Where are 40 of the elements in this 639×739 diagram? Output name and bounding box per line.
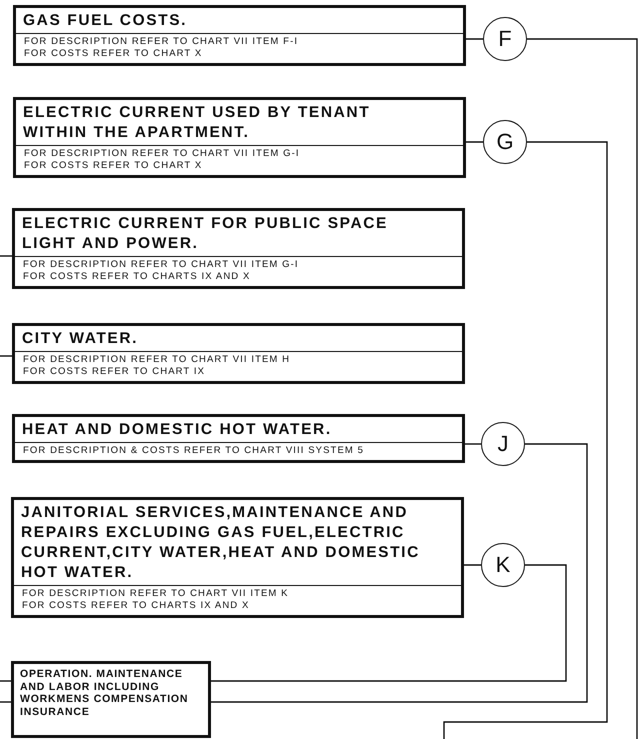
connector-line — [0, 680, 11, 682]
box-text: OPERATION. MAINTENANCE AND LABOR INCLUDING WORKMENS COMPENSATION INSURANCE — [20, 668, 188, 718]
box-title: GAS FUEL COSTS. — [23, 11, 188, 31]
reference-letter: J — [498, 431, 508, 457]
connector-line — [464, 564, 481, 566]
connector-line — [527, 38, 638, 739]
description-box — [11, 661, 211, 738]
connector-line — [466, 141, 483, 143]
description-box — [13, 5, 466, 66]
box-title: JANITORIAL SERVICES,MAINTENANCE AND REPAIRS EXCLUDING GAS FUEL,ELECTRIC CURRENT,CITY WATER,HEAT AND DOMESTIC HOT WATER. — [21, 503, 421, 583]
reference-note: FOR DESCRIPTION REFER TO CHART VII ITEM G-I FOR COSTS REFER TO CHARTS IX AND X — [23, 259, 300, 283]
box-title: HEAT AND DOMESTIC HOT WATER. — [22, 420, 333, 440]
reference-letter: K — [496, 552, 510, 578]
connector-line — [211, 564, 567, 682]
connector-line — [0, 255, 12, 257]
reference-letter: F — [498, 26, 512, 52]
description-box — [11, 497, 464, 618]
reference-circle — [483, 120, 527, 164]
connector-line — [466, 38, 483, 40]
reference-note: FOR DESCRIPTION REFER TO CHART VII ITEM H FOR COSTS REFER TO CHART IX — [23, 354, 292, 378]
connector-line — [0, 701, 11, 703]
description-box — [12, 414, 465, 463]
connector-line — [443, 141, 608, 739]
box-title: ELECTRIC CURRENT FOR PUBLIC SPACE LIGHT AND POWER. — [22, 214, 389, 254]
connector-line — [211, 443, 588, 703]
description-box — [12, 323, 465, 384]
box-title: ELECTRIC CURRENT USED BY TENANT WITHIN THE APARTMENT. — [23, 103, 372, 143]
box-title: CITY WATER. — [22, 329, 140, 349]
description-box — [12, 208, 465, 289]
reference-circle — [481, 543, 525, 587]
reference-circle — [481, 422, 525, 466]
reference-letter: G — [496, 129, 514, 155]
description-box — [13, 97, 466, 178]
reference-note: FOR DESCRIPTION & COSTS REFER TO CHART VIII SYSTEM 5 — [23, 445, 366, 457]
reference-circle — [483, 17, 527, 61]
reference-note: FOR DESCRIPTION REFER TO CHART VII ITEM K FOR COSTS REFER TO CHARTS IX AND X — [22, 588, 290, 612]
reference-note: FOR DESCRIPTION REFER TO CHART VII ITEM G-I FOR COSTS REFER TO CHART X — [24, 148, 301, 172]
connector-line — [465, 443, 481, 445]
connector-line — [0, 355, 12, 357]
reference-note: FOR DESCRIPTION REFER TO CHART VII ITEM F-I FOR COSTS REFER TO CHART X — [24, 36, 300, 60]
